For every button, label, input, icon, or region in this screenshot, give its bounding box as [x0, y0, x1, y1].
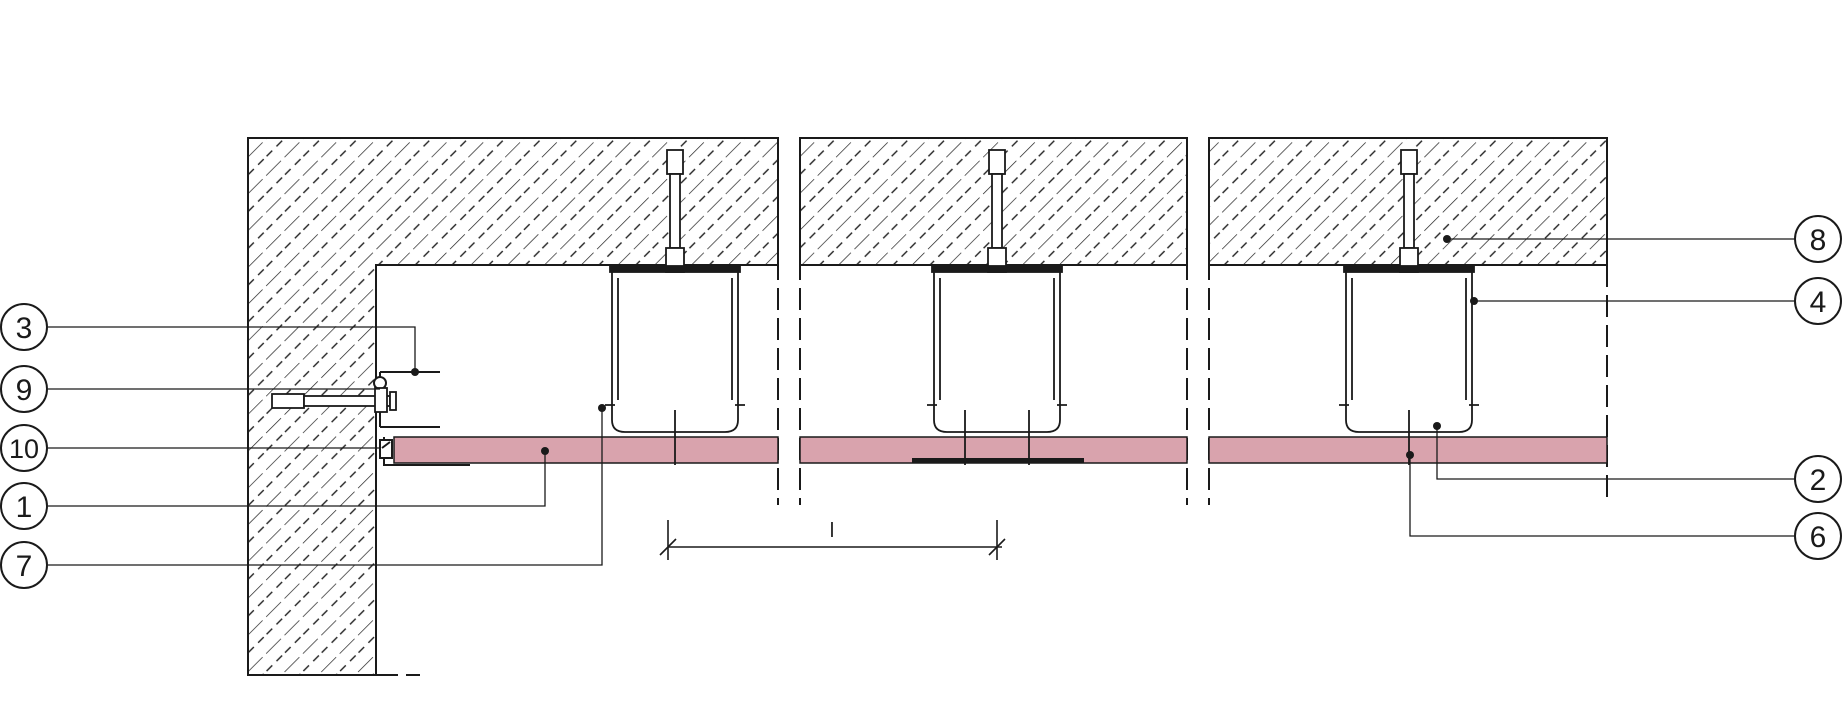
suspension-unit-1 — [605, 149, 745, 465]
callout-3-label: 3 — [16, 312, 33, 345]
callout-3: 3 — [0, 303, 48, 351]
callout-4: 4 — [1794, 277, 1842, 325]
callout-1: 1 — [0, 482, 48, 530]
dimension-label: l — [830, 520, 834, 542]
suspension-unit-2 — [927, 149, 1067, 465]
dimension-line — [659, 520, 1006, 560]
plasterboard-left — [393, 436, 779, 464]
callout-9-label: 9 — [16, 374, 33, 407]
perimeter-profile — [373, 371, 470, 466]
leader-lines — [48, 238, 1795, 566]
callout-9: 9 — [0, 365, 48, 413]
callout-2-label: 2 — [1810, 464, 1827, 497]
wall-anchor — [271, 387, 397, 413]
callout-1-label: 1 — [16, 491, 33, 524]
suspension-unit-3 — [1339, 149, 1479, 465]
callout-7-label: 7 — [16, 550, 33, 583]
callout-6-label: 6 — [1810, 521, 1827, 554]
jointing-plate — [912, 458, 1084, 463]
callout-10-label: 10 — [9, 434, 39, 464]
callout-10: 10 — [0, 424, 48, 472]
callout-4-label: 4 — [1810, 286, 1827, 319]
leader-dots — [411, 235, 1478, 459]
callout-7: 7 — [0, 541, 48, 589]
callout-8-label: 8 — [1810, 224, 1827, 257]
plasterboard-layer — [393, 436, 1608, 464]
callout-2: 2 — [1794, 455, 1842, 503]
callout-6: 6 — [1794, 512, 1842, 560]
callout-8: 8 — [1794, 215, 1842, 263]
plasterboard-right — [1208, 436, 1608, 464]
